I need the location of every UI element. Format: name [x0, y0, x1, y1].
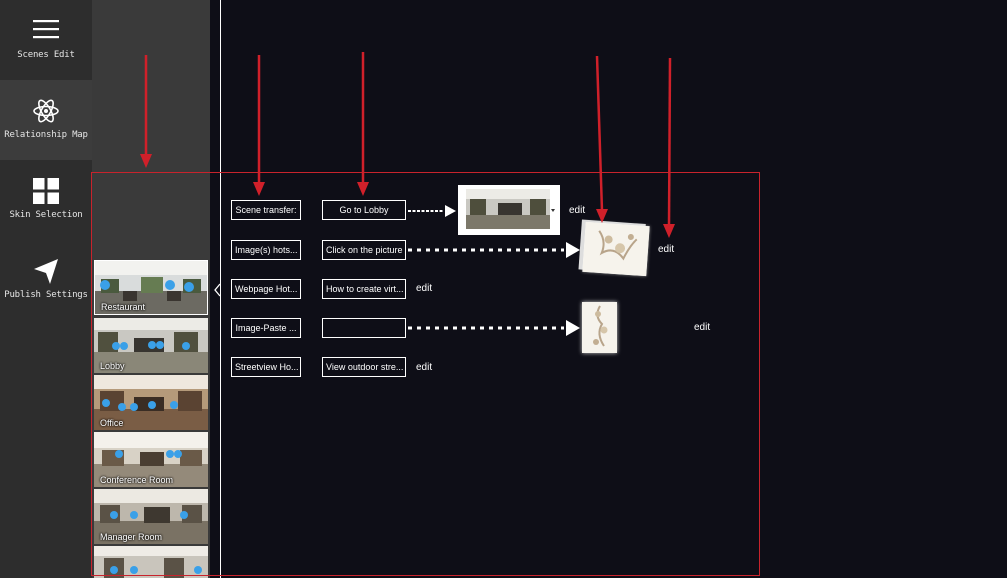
image-paste-preview[interactable]	[582, 302, 617, 353]
nav-label: Skin Selection	[9, 210, 83, 220]
edit-link-scene-transfer[interactable]: edit	[569, 205, 586, 216]
connector-arrow	[408, 242, 580, 258]
panorama-thumbnail	[94, 375, 208, 430]
panorama-thumbnail	[458, 185, 560, 235]
atom-icon	[33, 99, 59, 123]
edit-link-webpage[interactable]: edit	[416, 283, 433, 294]
scene-thumb-manager-room[interactable]: Manager Room	[94, 489, 208, 544]
hotspot-name-streetview[interactable]: View outdoor stre...	[322, 357, 406, 377]
nav-publish-settings[interactable]: Publish Settings	[0, 240, 92, 320]
nav-scenes-edit[interactable]: Scenes Edit	[0, 0, 92, 80]
panorama-thumbnail	[94, 318, 208, 373]
menu-icon	[33, 20, 59, 39]
hotspot-name-image-paste[interactable]	[322, 318, 406, 338]
image-preview-stack[interactable]	[582, 221, 650, 277]
edit-link-streetview[interactable]: edit	[416, 362, 433, 373]
hotspot-type-webpage[interactable]: Webpage Hot...	[231, 279, 301, 299]
side-navigation: Scenes Edit Relationship Map Skin Select…	[0, 0, 92, 578]
panorama-thumbnail	[95, 261, 207, 314]
send-icon	[34, 259, 58, 284]
scene-label: Restaurant	[101, 302, 146, 312]
image-thumbnail	[582, 302, 617, 353]
hotspot-type-image-paste[interactable]: Image-Paste ...	[231, 318, 301, 338]
hotspot-type-images[interactable]: Image(s) hots...	[231, 240, 301, 260]
scene-label: Lobby	[100, 361, 125, 371]
nav-relationship-map[interactable]: Relationship Map	[0, 80, 92, 160]
chevron-left-icon[interactable]	[213, 283, 221, 297]
scene-label: Manager Room	[100, 532, 163, 542]
scene-preview-lobby[interactable]	[458, 185, 560, 235]
hotspot-name-webpage[interactable]: How to create virt...	[322, 279, 406, 299]
scene-thumb-lobby[interactable]: Lobby	[94, 318, 208, 373]
scene-thumb-office[interactable]: Office	[94, 375, 208, 430]
grid-icon	[33, 178, 59, 204]
hotspot-type-scene-transfer[interactable]: Scene transfer:	[231, 200, 301, 220]
scene-thumb-restaurant[interactable]: Restaurant	[94, 260, 208, 315]
panorama-thumbnail	[94, 546, 208, 578]
scene-label: Conference Room	[100, 475, 174, 485]
nav-label: Publish Settings	[4, 290, 88, 300]
nav-label: Scenes Edit	[17, 50, 75, 60]
hotspot-name-images[interactable]: Click on the picture	[322, 240, 406, 260]
edit-link-image-paste[interactable]: edit	[694, 322, 711, 333]
edit-link-images[interactable]: edit	[658, 244, 675, 255]
nav-label: Relationship Map	[4, 130, 88, 140]
scene-thumb-conference-room[interactable]: Conference Room	[94, 432, 208, 487]
panorama-thumbnail	[94, 432, 208, 487]
connector-arrow	[408, 205, 456, 217]
nav-skin-selection[interactable]: Skin Selection	[0, 160, 92, 240]
connector-arrow	[408, 320, 580, 336]
image-thumbnail	[582, 221, 650, 277]
panel-divider	[220, 0, 221, 578]
panorama-thumbnail	[94, 489, 208, 544]
hotspot-name-scene-transfer[interactable]: Go to Lobby	[322, 200, 406, 220]
hotspot-type-streetview[interactable]: Streetview Ho...	[231, 357, 301, 377]
scene-thumb-partial[interactable]	[94, 546, 208, 578]
scene-label: Office	[100, 418, 124, 428]
